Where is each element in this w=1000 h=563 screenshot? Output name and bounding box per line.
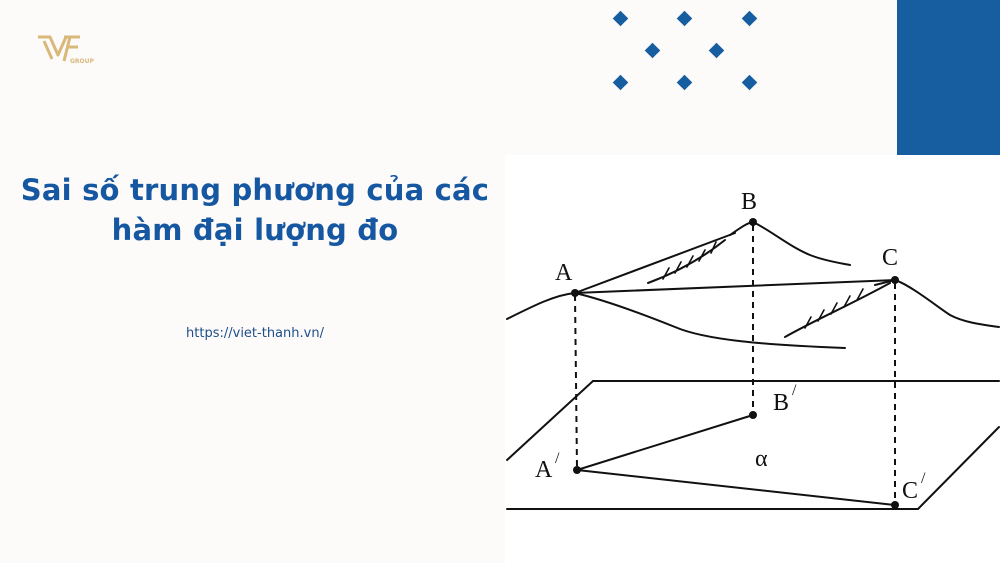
title-line-1: Sai số trung phương của các (20, 173, 490, 207)
label-A-prime: A (535, 457, 553, 483)
label-B-prime: B (773, 390, 789, 416)
label-C: C (882, 245, 898, 271)
diamond-icon (676, 10, 693, 27)
plane-label-alpha: α (755, 446, 768, 472)
title-line-2: hàm đại lượng đo (111, 213, 399, 247)
accent-block (897, 0, 1000, 155)
geometry-diagram: A B C A / B / C / α (505, 155, 1000, 563)
website-link[interactable]: https://viet-thanh.vn/ (186, 326, 324, 341)
logo-subtext: GROUP (70, 58, 95, 65)
diamond-icon (612, 10, 629, 27)
vt-group-logo: GROUP (36, 33, 96, 65)
prime-mark: / (921, 470, 926, 487)
diamond-icon (676, 74, 693, 91)
diamond-icon (644, 42, 661, 59)
label-A: A (555, 260, 573, 286)
decorative-dots (612, 8, 762, 92)
diamond-icon (741, 10, 758, 27)
projection-diagram-icon: A B C A / B / C / α (506, 189, 1000, 510)
prime-mark: / (792, 382, 797, 399)
diamond-icon (708, 42, 725, 59)
diamond-icon (741, 74, 758, 91)
label-C-prime: C (902, 478, 918, 504)
diamond-icon (612, 74, 629, 91)
page-title: Sai số trung phương của các hàm đại lượn… (0, 170, 510, 250)
prime-mark: / (555, 450, 560, 467)
logo-mark-icon: GROUP (38, 35, 95, 65)
label-B: B (741, 189, 757, 215)
